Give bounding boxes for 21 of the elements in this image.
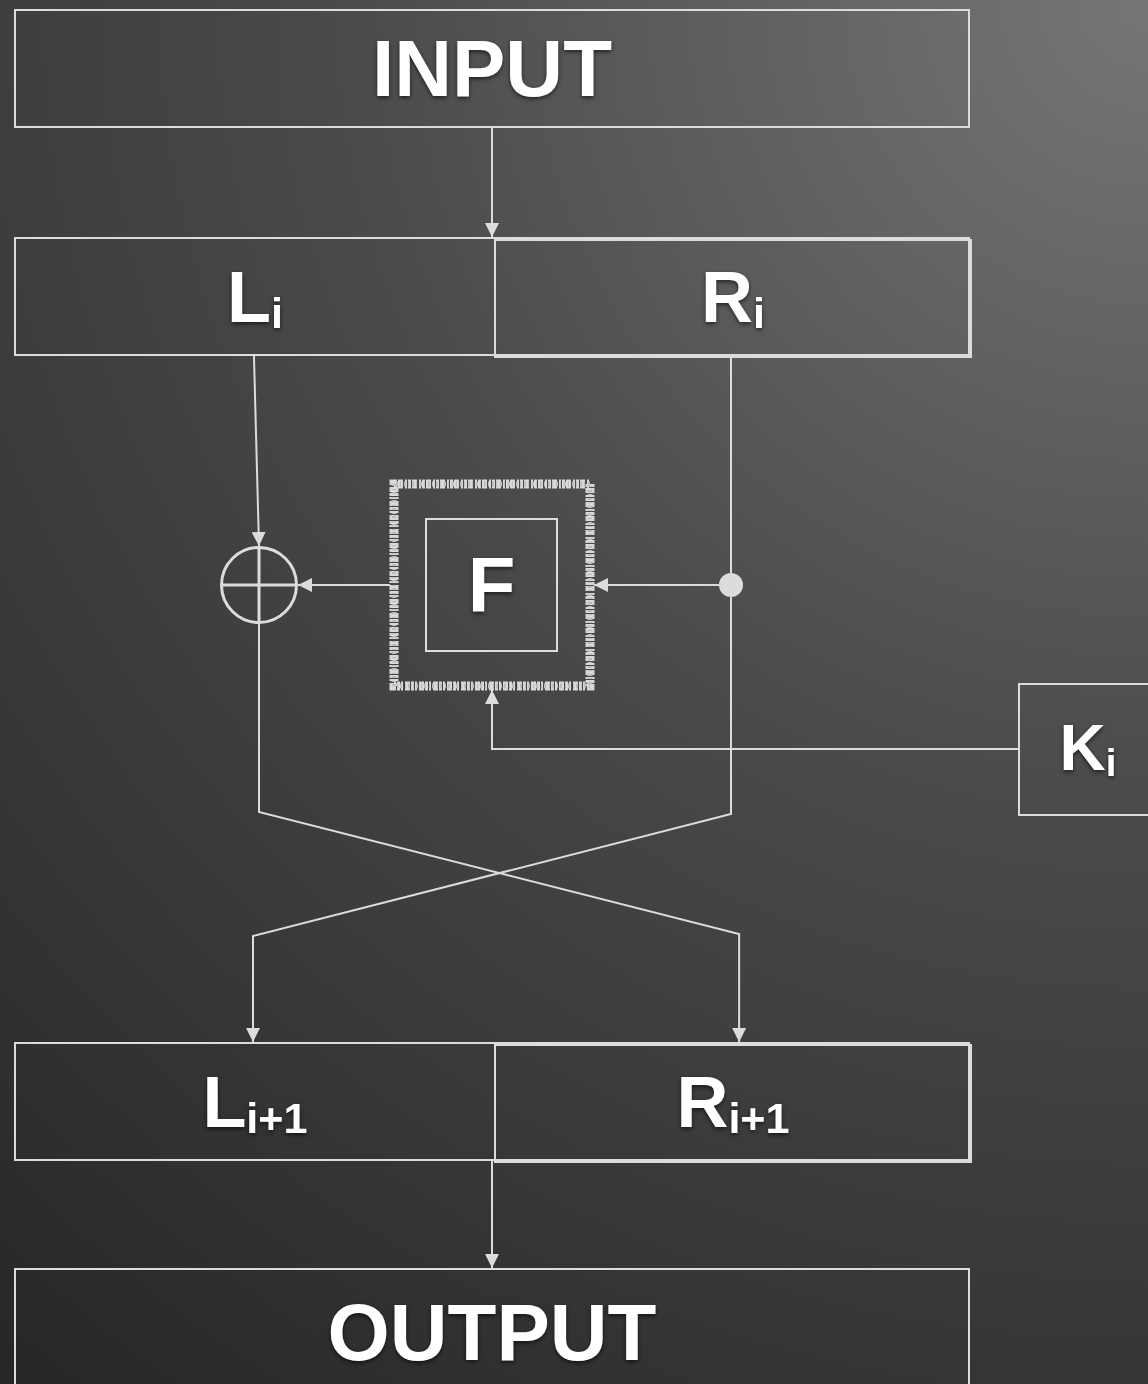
arrow xyxy=(485,689,1019,750)
node-label: K$_{i}$ xyxy=(1059,716,1117,783)
node-label: F xyxy=(467,546,516,624)
block-box xyxy=(494,239,972,358)
node-label: L$_{i}$ xyxy=(227,261,283,336)
block-box xyxy=(14,9,970,128)
arrow xyxy=(297,578,391,592)
node-label: OUTPUT xyxy=(327,1293,657,1373)
arrow xyxy=(593,578,720,592)
block-box xyxy=(1018,683,1148,816)
node-label: L$_{i+1}$ xyxy=(202,1066,308,1141)
block-box xyxy=(14,1268,970,1384)
arrow xyxy=(485,1160,499,1269)
arrow xyxy=(251,355,266,547)
split-box xyxy=(14,1042,970,1161)
node-label: INPUT xyxy=(372,28,612,109)
node-label: R$_{i+1}$ xyxy=(676,1066,790,1141)
arrow xyxy=(485,127,499,238)
split-box xyxy=(14,237,970,356)
node-label: R$_{i}$ xyxy=(701,261,765,336)
block-box xyxy=(494,1044,972,1163)
